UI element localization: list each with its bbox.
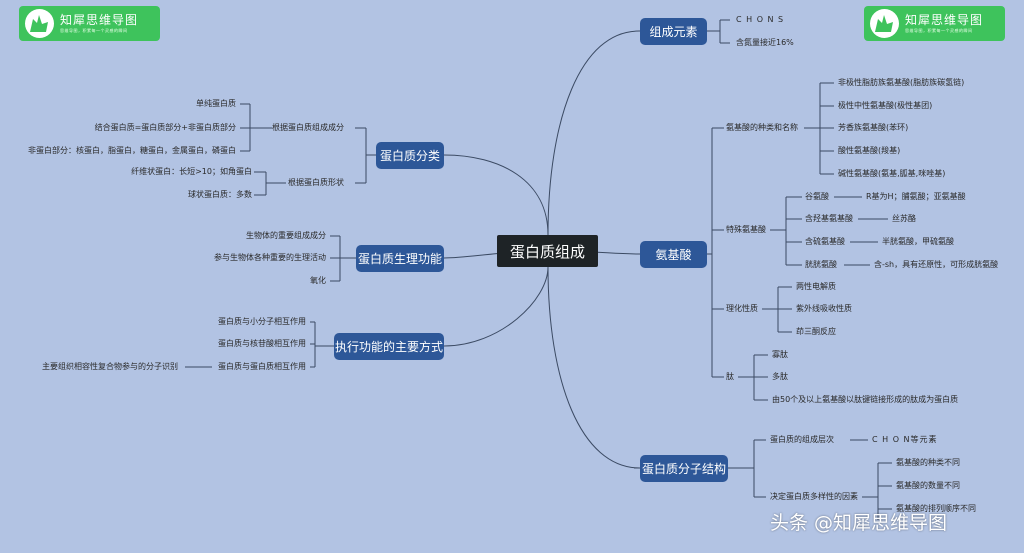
class-item: 结合蛋白质=蛋白质部分+非蛋白质部分 [94, 123, 236, 132]
elements-item: C H O N S [736, 15, 785, 24]
node-structure[interactable]: 蛋白质分子结构 [640, 455, 728, 482]
physio-item: 生物体的重要组成成分 [246, 231, 326, 240]
special-desc: 丝苏酪 [892, 214, 916, 223]
peptide-item: 由50个及以上氨基酸以肽键链接形成的肽成为蛋白质 [772, 395, 959, 404]
special-desc: 含-sh，具有还原性，可形成胱氨酸 [874, 260, 999, 269]
node-classification[interactable]: 蛋白质分类 [376, 142, 444, 169]
class-by-composition: 根据蛋白质组成成分 [272, 123, 344, 132]
class-item: 纤维状蛋白：长短>10；如角蛋白 [131, 167, 252, 176]
amino-type: 芳香族氨基酸(苯环) [838, 123, 909, 132]
class-item: 单纯蛋白质 [196, 99, 236, 108]
logo-name: 知犀思维导图 [905, 13, 984, 27]
special-desc: 半胱氨酸，甲硫氨酸 [882, 237, 954, 246]
amino-props-label: 理化性质 [726, 304, 758, 313]
structure-diversity-label: 决定蛋白质多样性的因素 [770, 492, 858, 501]
logo-slogan: 思维导图，积累每一个灵感的瞬间 [905, 28, 973, 33]
class-item: 球状蛋白质：多数 [188, 190, 252, 199]
diversity-item: 氨基酸的种类不同 [896, 458, 960, 467]
node-mode[interactable]: 执行功能的主要方式 [334, 333, 444, 360]
logo-name: 知犀思维导图 [60, 13, 139, 27]
node-amino[interactable]: 氨基酸 [640, 241, 707, 268]
peptide-item: 寡肽 [772, 350, 788, 359]
special-name: 含羟基氨基酸 [805, 214, 853, 223]
special-name: 胱胱氨酸 [805, 260, 837, 269]
root-node[interactable]: 蛋白质组成 [497, 235, 598, 267]
logo-slogan: 思维导图，积累每一个灵感的瞬间 [60, 28, 128, 33]
physio-item: 参与生物体各种重要的生理活动 [214, 253, 326, 262]
amino-type: 碱性氨基酸(氨基,胍基,咪唑基) [838, 169, 946, 178]
class-item: 非蛋白部分：核蛋白，脂蛋白，糖蛋白，金属蛋白，磷蛋白 [28, 146, 236, 155]
brand-logo-left: 知犀思维导图 思维导图，积累每一个灵感的瞬间 [19, 6, 160, 41]
props-item: 两性电解质 [796, 282, 836, 291]
physio-item: 氧化 [310, 276, 326, 285]
class-by-shape: 根据蛋白质形状 [288, 178, 344, 187]
mode-sub: 主要组织相容性复合物参与的分子识别 [42, 362, 178, 371]
props-item: 茚三酮反应 [796, 327, 836, 336]
node-physiology[interactable]: 蛋白质生理功能 [356, 245, 444, 272]
amino-type: 酸性氨基酸(羧基) [838, 146, 901, 155]
elements-item: 含氮量接近16% [736, 38, 794, 47]
brand-logo-right: 知犀思维导图 思维导图，积累每一个灵感的瞬间 [864, 6, 1005, 41]
rhino-icon [870, 9, 899, 38]
special-desc: R基为H；脯氨酸；亚氨基酸 [866, 192, 966, 201]
amino-special-label: 特殊氨基酸 [726, 225, 766, 234]
node-elements[interactable]: 组成元素 [640, 18, 707, 45]
diversity-item: 氨基酸的排列顺序不同 [896, 504, 976, 513]
watermark: 头条 @知犀思维导图 [770, 512, 948, 534]
mode-item: 蛋白质与蛋白质相互作用 [218, 362, 306, 371]
amino-peptide-label: 肽 [726, 372, 734, 381]
mode-item: 蛋白质与核苷酸相互作用 [218, 339, 306, 348]
amino-type: 极性中性氨基酸(极性基团) [838, 101, 933, 110]
amino-type: 非极性脂肪族氨基酸(脂肪族碳氢链) [838, 78, 965, 87]
special-name: 含硫氨基酸 [805, 237, 845, 246]
props-item: 紫外线吸收性质 [796, 304, 852, 313]
special-name: 谷氨酸 [805, 192, 829, 201]
structure-level-label: 蛋白质的组成层次 [770, 435, 834, 444]
mode-item: 蛋白质与小分子相互作用 [218, 317, 306, 326]
rhino-icon [25, 9, 54, 38]
peptide-item: 多肽 [772, 372, 788, 381]
diversity-item: 氨基酸的数量不同 [896, 481, 960, 490]
structure-level-value: C H O N等元素 [872, 435, 938, 444]
amino-types-label: 氨基酸的种类和名称 [726, 123, 798, 132]
